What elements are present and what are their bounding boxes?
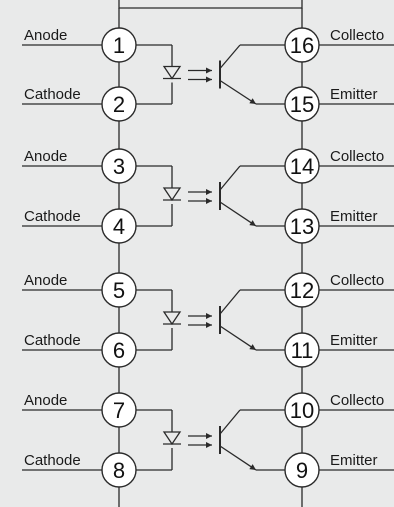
left-pin-label: Anode (24, 148, 67, 165)
pin-15-number: 15 (290, 92, 314, 117)
channel-3-transistor-collector (219, 289, 241, 315)
pin-11-circle (284, 332, 320, 368)
pin-13-number: 13 (290, 214, 314, 239)
pin-2-circle (101, 86, 137, 122)
pin-1-circle (101, 27, 137, 63)
channel-4-transistor-emitter-shaft (219, 445, 257, 471)
channel-1-transistor-emitter-head (249, 98, 256, 104)
pin-10-number: 10 (290, 398, 314, 423)
channel-2-light-arrow-2-head (206, 198, 212, 204)
right-pin-label: Collecto (330, 27, 384, 44)
pin-8-number: 8 (113, 458, 125, 483)
pin-16-number: 16 (290, 33, 314, 58)
channel-3-led-triangle (162, 311, 182, 326)
pin-12-number: 12 (290, 278, 314, 303)
left-pin-label: Cathode (24, 86, 81, 103)
pin-2-number: 2 (113, 92, 125, 117)
channel-1-light-arrow-2-head (206, 76, 212, 83)
pin-5-circle (101, 272, 137, 308)
channel-3-light-arrow-1-head (206, 313, 212, 319)
pin-14-number: 14 (290, 154, 314, 179)
pin-6-circle (101, 332, 137, 368)
pin-14-circle (284, 148, 320, 184)
pin-11-number: 11 (291, 338, 314, 363)
left-pin-label: Anode (24, 272, 67, 289)
right-pin-label: Collecto (330, 148, 384, 165)
pin-13-circle (284, 208, 320, 244)
channel-3-transistor-emitter-shaft (219, 325, 257, 351)
channel-1-light-arrow-1-head (206, 67, 212, 74)
channel-3-light-arrow-2-head (206, 322, 212, 328)
pin-9-number: 9 (296, 458, 308, 483)
pin-15-circle (284, 86, 320, 122)
pin-3-number: 3 (113, 154, 125, 179)
right-pin-label: Collecto (330, 272, 384, 289)
left-pin-label: Cathode (24, 208, 81, 225)
right-pin-label: Emitter (330, 86, 378, 103)
pin-7-circle (101, 392, 137, 428)
pin-6-number: 6 (113, 338, 125, 363)
pin-1-number: 1 (113, 33, 125, 58)
left-pin-label: Anode (24, 27, 67, 44)
pin-16-circle (284, 27, 320, 63)
channel-4-transistor-collector (219, 409, 241, 435)
left-pin-label: Cathode (24, 332, 81, 349)
channel-2-transistor-emitter-shaft (219, 201, 257, 227)
channel-1-transistor-collector (219, 44, 241, 69)
channel-4-light-arrow-2-head (206, 442, 212, 448)
channel-1-led-triangle (162, 65, 182, 80)
pin-5-number: 5 (113, 278, 125, 303)
channel-3-transistor-emitter-head (249, 344, 256, 350)
pin-4-circle (101, 208, 137, 244)
pin-7-number: 7 (113, 398, 125, 423)
channel-4-led-triangle (162, 431, 182, 446)
channel-1-transistor-emitter-shaft (219, 79, 257, 105)
pin-4-number: 4 (113, 214, 125, 239)
channel-2-transistor-emitter-head (249, 220, 256, 226)
left-pin-label: Anode (24, 392, 67, 409)
pin-12-circle (284, 272, 320, 308)
right-pin-label: Emitter (330, 208, 378, 225)
pin-3-circle (101, 148, 137, 184)
channel-2-transistor-collector (219, 165, 241, 191)
right-pin-label: Collecto (330, 392, 384, 409)
ic-top-edge (118, 0, 303, 9)
channel-4-light-arrow-1-head (206, 433, 212, 439)
left-pin-label: Cathode (24, 452, 81, 469)
channel-2-led-triangle (162, 187, 182, 202)
pin-9-circle (284, 452, 320, 488)
pin-8-circle (101, 452, 137, 488)
right-pin-label: Emitter (330, 452, 378, 469)
channel-2-light-arrow-1-head (206, 189, 212, 195)
right-pin-label: Emitter (330, 332, 378, 349)
pin-10-circle (284, 392, 320, 428)
channel-4-transistor-emitter-head (249, 464, 256, 470)
